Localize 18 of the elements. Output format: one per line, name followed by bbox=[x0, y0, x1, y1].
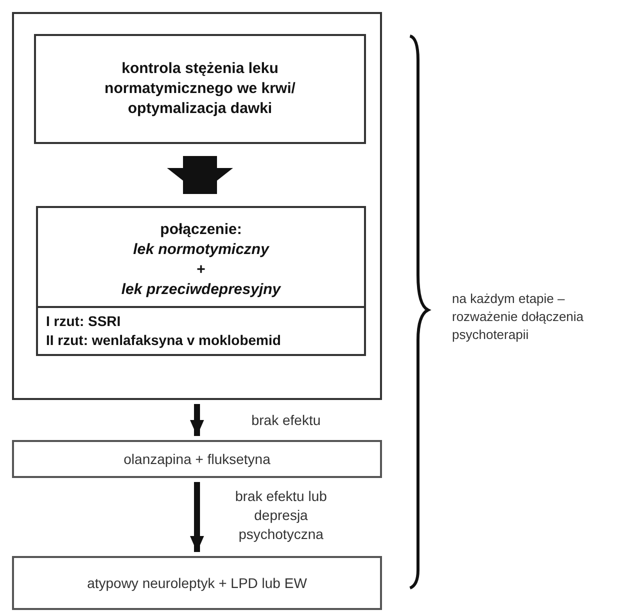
node-text: lek przeciwdepresyjny bbox=[121, 280, 281, 300]
arrow bbox=[190, 482, 204, 552]
process-box bbox=[12, 556, 382, 610]
node-text: lek normotymiczny bbox=[133, 240, 269, 260]
note-text: na każdym etapie – rozważenie dołączenia psychoterapii bbox=[452, 290, 585, 344]
node-text: olanzapina + fluksetyna bbox=[124, 450, 270, 469]
node-text: kontrola stężenia leku normatymicznego we krwi/ optymalizacja dawki bbox=[104, 59, 296, 119]
process-box bbox=[34, 34, 366, 144]
node-text: I rzut: SSRI bbox=[46, 312, 122, 331]
arrow bbox=[190, 404, 204, 436]
node-text: + bbox=[196, 260, 206, 280]
node-text: połączenie: bbox=[160, 220, 242, 240]
block-arrow bbox=[167, 156, 233, 194]
outer-frame bbox=[12, 12, 382, 400]
process-box bbox=[12, 440, 382, 478]
node-text: atypowy neuroleptyk + LPD lub EW bbox=[86, 574, 308, 592]
node-text: II rzut: wenlafaksyna v moklobemid bbox=[46, 331, 282, 350]
process-box bbox=[36, 206, 366, 356]
